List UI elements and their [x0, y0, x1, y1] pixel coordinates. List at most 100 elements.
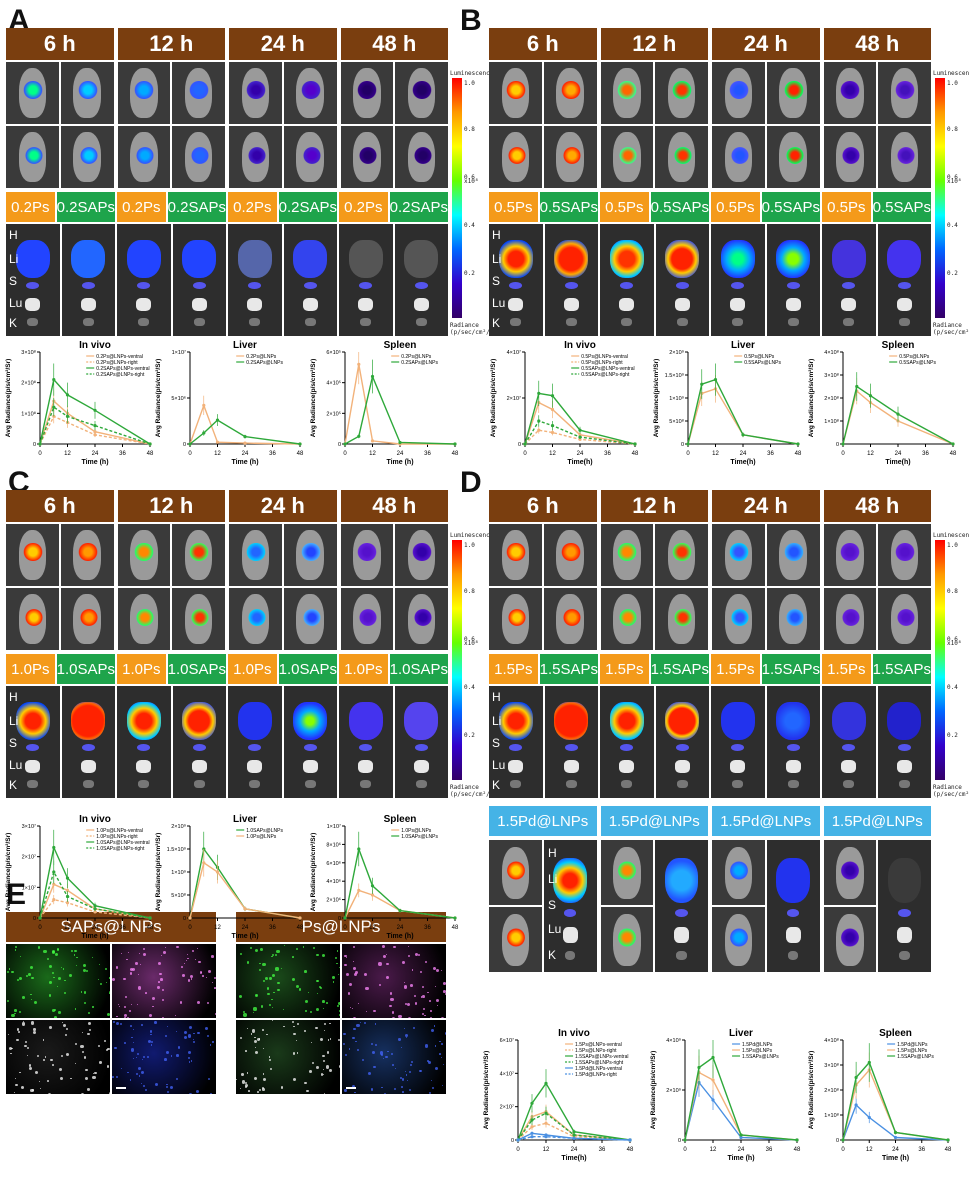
pd-mouse-column: [600, 840, 654, 972]
speckle: [57, 985, 59, 987]
data-point: [841, 442, 845, 446]
speckle: [136, 1004, 138, 1005]
mouse-image: [117, 126, 171, 188]
speckle: [48, 994, 52, 997]
y-tick-label: 4×10⁸: [824, 349, 839, 356]
lung: [619, 297, 635, 312]
speckle: [434, 985, 436, 987]
speckle: [319, 986, 322, 989]
x-axis-label: Time (h): [882, 1155, 909, 1162]
legend-label: 1.0SAPs@LNPs: [401, 834, 438, 840]
y-tick-label: 2×10⁵: [326, 410, 341, 417]
bioluminescence-signal: [24, 147, 43, 165]
speckle: [269, 1003, 272, 1006]
panel-b-ex-vivo-organs: [489, 224, 931, 336]
mouse-image: [340, 62, 394, 124]
speckle: [439, 1053, 441, 1055]
speckle: [253, 1012, 255, 1014]
time-header: 6 h: [6, 490, 114, 522]
speckle: [187, 1034, 191, 1038]
speckle: [30, 999, 32, 1001]
speckle: [408, 1070, 412, 1074]
legend-label: 1.0SAPs@LNPs-right: [96, 846, 145, 852]
panel-a-mouse-row-2: [6, 126, 448, 188]
speckle: [358, 1002, 360, 1004]
kidney: [843, 318, 855, 326]
speckle: [192, 1040, 196, 1044]
panel-e-header: Ps@LNPs: [236, 912, 446, 942]
speckle: [154, 1021, 157, 1024]
speckle: [210, 1093, 212, 1094]
speckle: [336, 1005, 339, 1008]
colorbar-max: 1.0: [464, 80, 475, 87]
speckle: [10, 1052, 12, 1055]
speckle: [137, 973, 139, 975]
speckle: [87, 1087, 90, 1091]
speckle: [427, 1059, 429, 1062]
speckle: [62, 1024, 66, 1028]
colorbar-max: 1.0: [947, 542, 958, 549]
speckle: [254, 1076, 258, 1080]
group-label: 1.5SAPs: [761, 654, 820, 684]
group-label: 0.5SAPs: [539, 192, 598, 222]
series-line: [524, 429, 636, 445]
mouse-image: [823, 907, 877, 972]
organ-letter: K: [9, 778, 18, 792]
x-tick-label: 48: [632, 451, 639, 457]
speckle: [165, 1035, 167, 1038]
kidney: [732, 780, 744, 788]
speckle: [214, 1012, 216, 1016]
x-tick-label: 48: [452, 925, 459, 931]
bioluminescence-signal: [842, 609, 861, 627]
scale-bar: [346, 1087, 356, 1089]
y-axis-label: Avg Radiance(p/s/cm²/Sr): [653, 359, 660, 438]
colorbar: [452, 540, 462, 780]
organ-letter: K: [492, 778, 501, 792]
y-tick-label: 0: [511, 1138, 514, 1144]
bioluminescence-signal: [22, 542, 43, 562]
speckle: [398, 1014, 402, 1018]
y-tick-label: 2×10⁹: [666, 1087, 681, 1094]
colorbar-max: 1.0: [947, 80, 958, 87]
group-label: 1.0Ps: [339, 654, 388, 684]
time-header: 48 h: [340, 490, 448, 522]
panel-d-pd-images: [489, 840, 931, 972]
group-label: 1.0Ps: [6, 654, 55, 684]
speckle: [205, 976, 208, 979]
speckle: [293, 1025, 295, 1028]
mouse-image: [172, 62, 225, 124]
x-tick-label: 48: [627, 1147, 634, 1153]
series-line: [344, 374, 456, 445]
speckle: [409, 1063, 412, 1066]
speckle: [421, 985, 425, 989]
mouse-pair: [229, 62, 337, 124]
x-tick-label: 48: [795, 451, 802, 457]
lung: [136, 759, 152, 774]
speckle: [433, 967, 437, 971]
speckle: [179, 1001, 182, 1004]
speckle: [105, 982, 107, 984]
organ-image: [766, 224, 820, 336]
legend-label: 1.0SAPs@LNPs-ventral: [96, 840, 149, 846]
group-label: 0.2Ps: [228, 192, 277, 222]
speckle: [74, 949, 77, 952]
x-axis-label: Time(h): [730, 459, 755, 466]
chart-title: Spleen: [384, 814, 417, 825]
kidney: [510, 780, 522, 788]
legend-label: 0.2SAPs@LNPs: [246, 360, 283, 366]
speckle: [70, 950, 73, 953]
speckle: [16, 1038, 20, 1042]
x-tick-label: 12: [214, 925, 221, 931]
x-tick-label: 48: [452, 451, 459, 457]
speckle: [205, 1027, 209, 1031]
spleen: [786, 282, 800, 289]
speckle: [445, 1032, 446, 1036]
organ-image: [822, 224, 876, 336]
speckle: [389, 992, 393, 995]
speckle: [410, 984, 413, 987]
